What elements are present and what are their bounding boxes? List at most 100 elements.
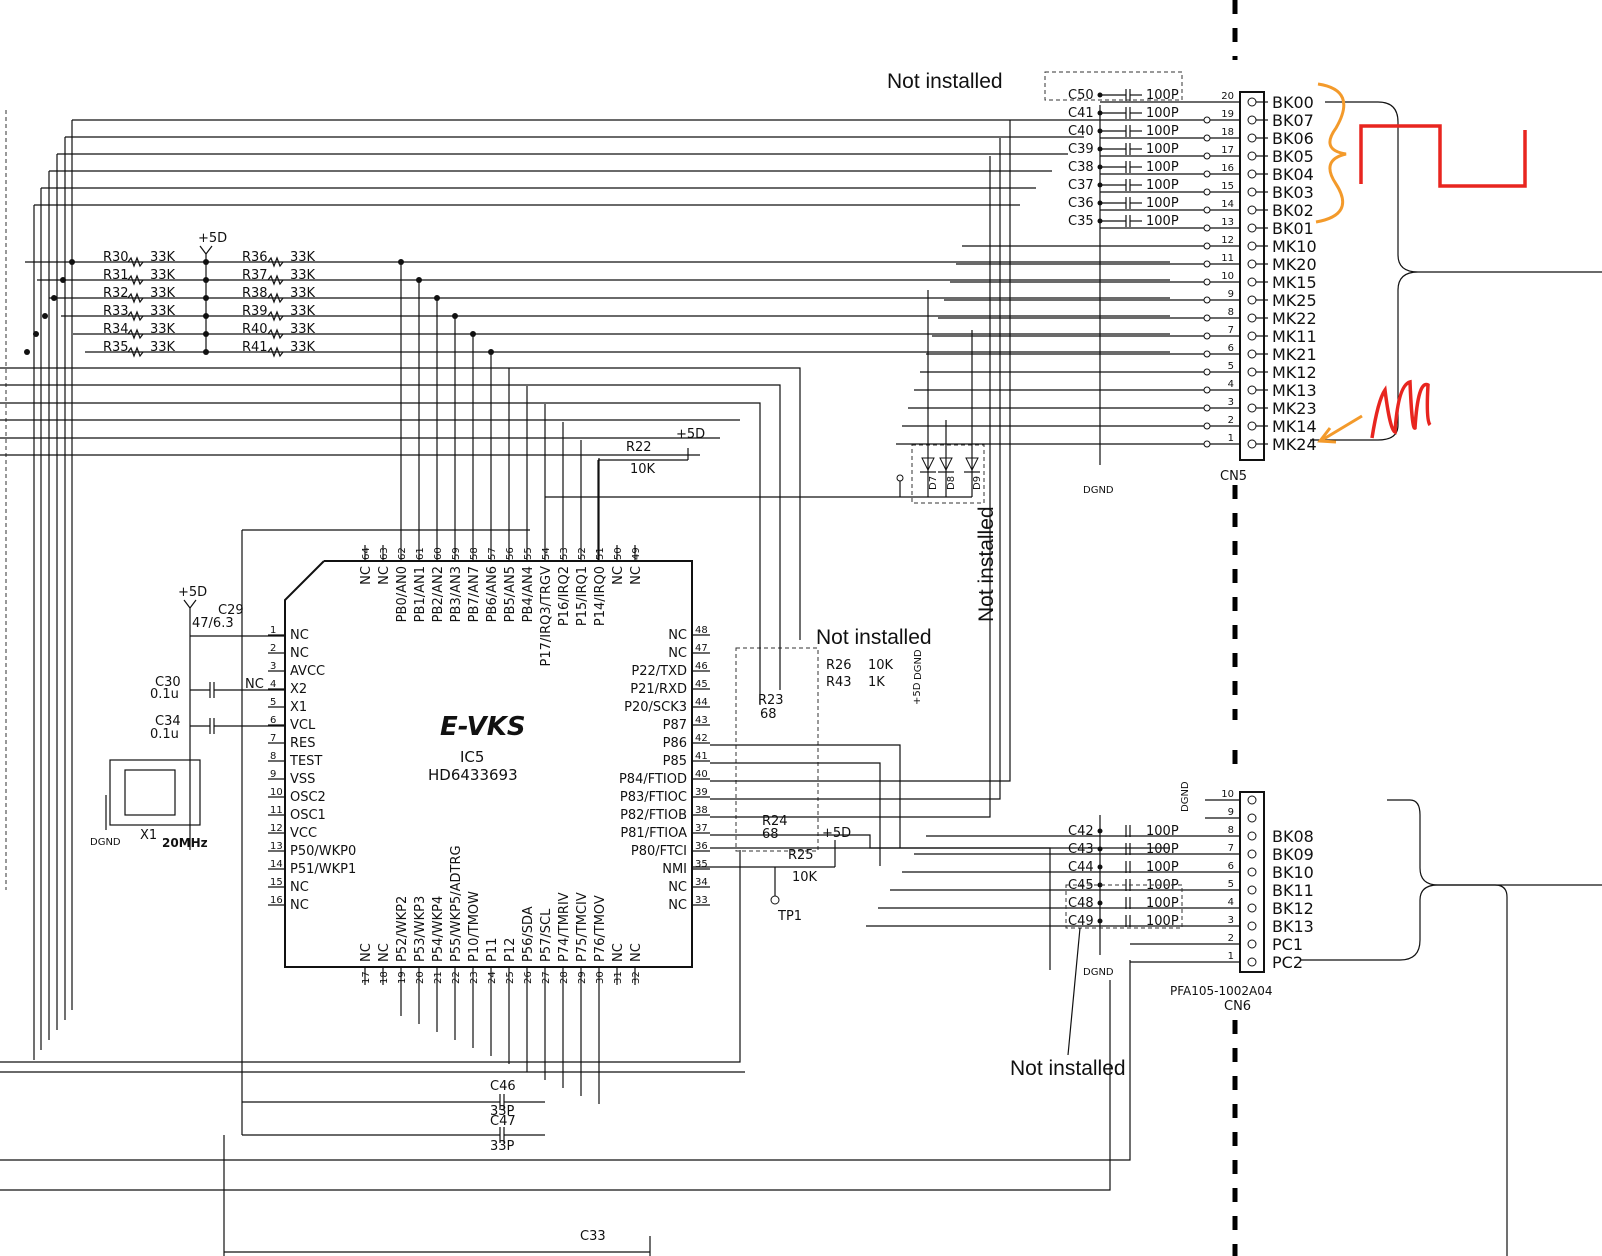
resistor-value: 33K: [150, 250, 176, 265]
ic-pin-label: NC: [668, 880, 687, 895]
svg-text:DGND: DGND: [90, 837, 121, 848]
cn5-pin-number: 13: [1221, 217, 1234, 228]
cn5-ground: DGND: [1083, 485, 1114, 496]
not-installed-box-c50: [1044, 71, 1183, 101]
ic-pin-label: NC: [290, 880, 309, 895]
ic-pin-number: 16: [270, 895, 283, 906]
ic-pin-label: NC: [377, 566, 392, 585]
resistor-ref: R36: [242, 250, 268, 265]
cn6-signal-label: PC2: [1272, 953, 1303, 972]
cn5-pin-number: 7: [1228, 325, 1234, 336]
ic-pin-number: 59: [451, 547, 462, 560]
cap-ref: C50: [1068, 88, 1094, 103]
cap-value: 100P: [1146, 896, 1179, 911]
cn5-signal-label: BK00: [1272, 93, 1314, 112]
cap-value: 100P: [1146, 842, 1179, 857]
resistor-ref: R30: [103, 250, 129, 265]
ic-pin-number: 8: [270, 751, 276, 762]
cap-ref: C40: [1068, 124, 1094, 139]
cn5-pin-number: 16: [1221, 163, 1234, 174]
ic-pin-number: 47: [695, 643, 708, 654]
svg-text:D8: D8: [946, 476, 957, 490]
ic-pin-label: AVCC: [290, 664, 325, 679]
ic-pin-number: 37: [695, 823, 708, 834]
ic-pin-label: P56/SDA: [521, 906, 536, 962]
svg-text:DGND: DGND: [913, 649, 924, 680]
not-installed-box-r26-r43: [735, 647, 819, 852]
svg-text:R25: R25: [788, 848, 814, 863]
diodes-d7-d9: D7 D8 D9: [545, 290, 985, 504]
ic-pin-number: 22: [451, 971, 462, 984]
ic-pin-number: 56: [505, 547, 516, 560]
ic-pin-number: 2: [270, 643, 276, 654]
ic-pin-label: P80/FTCI: [631, 844, 687, 859]
cn5-signal-label: MK14: [1272, 417, 1317, 436]
ic-pin-number: 49: [631, 547, 642, 560]
ic-pin-label: NC: [668, 898, 687, 913]
svg-text:R43: R43: [826, 675, 852, 690]
ic-pin-label: NC: [611, 566, 626, 585]
ic-pin-number: 55: [523, 547, 534, 560]
cn5-signal-label: MK23: [1272, 399, 1317, 418]
ic-pin-number: 41: [695, 751, 708, 762]
svg-text:C34: C34: [155, 714, 181, 729]
cap-value: 100P: [1146, 878, 1179, 893]
svg-text:TP1: TP1: [777, 909, 802, 924]
cap-value: 100P: [1146, 178, 1179, 193]
cn5-signal-label: BK01: [1272, 219, 1314, 238]
svg-text:C29: C29: [218, 603, 244, 618]
svg-text:C47: C47: [490, 1114, 516, 1129]
ic-pin-label: P11: [485, 938, 500, 962]
ic-pin-label: NC: [611, 943, 626, 962]
ic-pin-number: 51: [595, 547, 606, 560]
cn6-pin-number: 9: [1228, 807, 1234, 818]
cn5-signal-label: MK24: [1272, 435, 1317, 454]
cn5-pin-number: 6: [1228, 343, 1234, 354]
svg-text:10K: 10K: [792, 870, 818, 885]
ic-pin-number: 6: [270, 715, 276, 726]
ic-pin-label: X2: [290, 682, 307, 697]
ic-pin-number: 61: [415, 547, 426, 560]
ic-pin-number: 7: [270, 733, 276, 744]
ic-pin-label: NC: [668, 628, 687, 643]
ic-pin-number: 46: [695, 661, 708, 672]
ic-pin-label: P83/FTIOC: [620, 790, 687, 805]
note-diodes-not-installed: Not installed: [975, 506, 998, 622]
ic-pin-label: X1: [290, 700, 307, 715]
cn5-pin-number: 18: [1221, 127, 1234, 138]
ic-pin-label: P86: [663, 736, 687, 751]
ic-pin-label: P57/SCL: [539, 908, 554, 962]
ic-pin-number: 1: [270, 625, 276, 636]
cap-ref: C42: [1068, 824, 1094, 839]
cn6-pin-number: 2: [1228, 933, 1234, 944]
svg-text:0.1u: 0.1u: [150, 727, 179, 742]
svg-text:68: 68: [760, 707, 777, 722]
resistor-value: 33K: [150, 322, 176, 337]
svg-text:NC: NC: [245, 677, 264, 692]
note-c50-not-installed: Not installed: [887, 70, 1003, 93]
ic-pin-label: P52/WKP2: [395, 896, 410, 962]
ic-pin-label: RES: [290, 736, 316, 751]
svg-text:R22: R22: [626, 440, 652, 455]
cn6-signal-label: BK12: [1272, 899, 1314, 918]
ic-ref: IC5: [460, 748, 484, 766]
cn5-ref: CN5: [1220, 469, 1247, 484]
ic-pin-number: 19: [397, 971, 408, 984]
ic-pin-number: 53: [559, 547, 570, 560]
ic-pin-label: P10/TMOW: [467, 891, 482, 962]
ic-pin-label: PB1/AN1: [413, 566, 428, 622]
svg-text:10K: 10K: [630, 462, 656, 477]
svg-text:1K: 1K: [868, 675, 885, 690]
ic-pin-label: VSS: [290, 772, 315, 787]
ic-part: HD6433693: [428, 766, 518, 784]
ic-pin-number: 45: [695, 679, 708, 690]
cap-value: 100P: [1146, 914, 1179, 929]
ic-pin-number: 39: [695, 787, 708, 798]
red-square-wave-annotation: [1359, 124, 1527, 188]
orange-brace-annotation: [1315, 82, 1347, 224]
svg-text:X1: X1: [140, 828, 157, 843]
cn5-signal-label: MK13: [1272, 381, 1317, 400]
ic-pin-label: P16/IRQ2: [557, 566, 572, 626]
resistor-value: 33K: [290, 268, 316, 283]
